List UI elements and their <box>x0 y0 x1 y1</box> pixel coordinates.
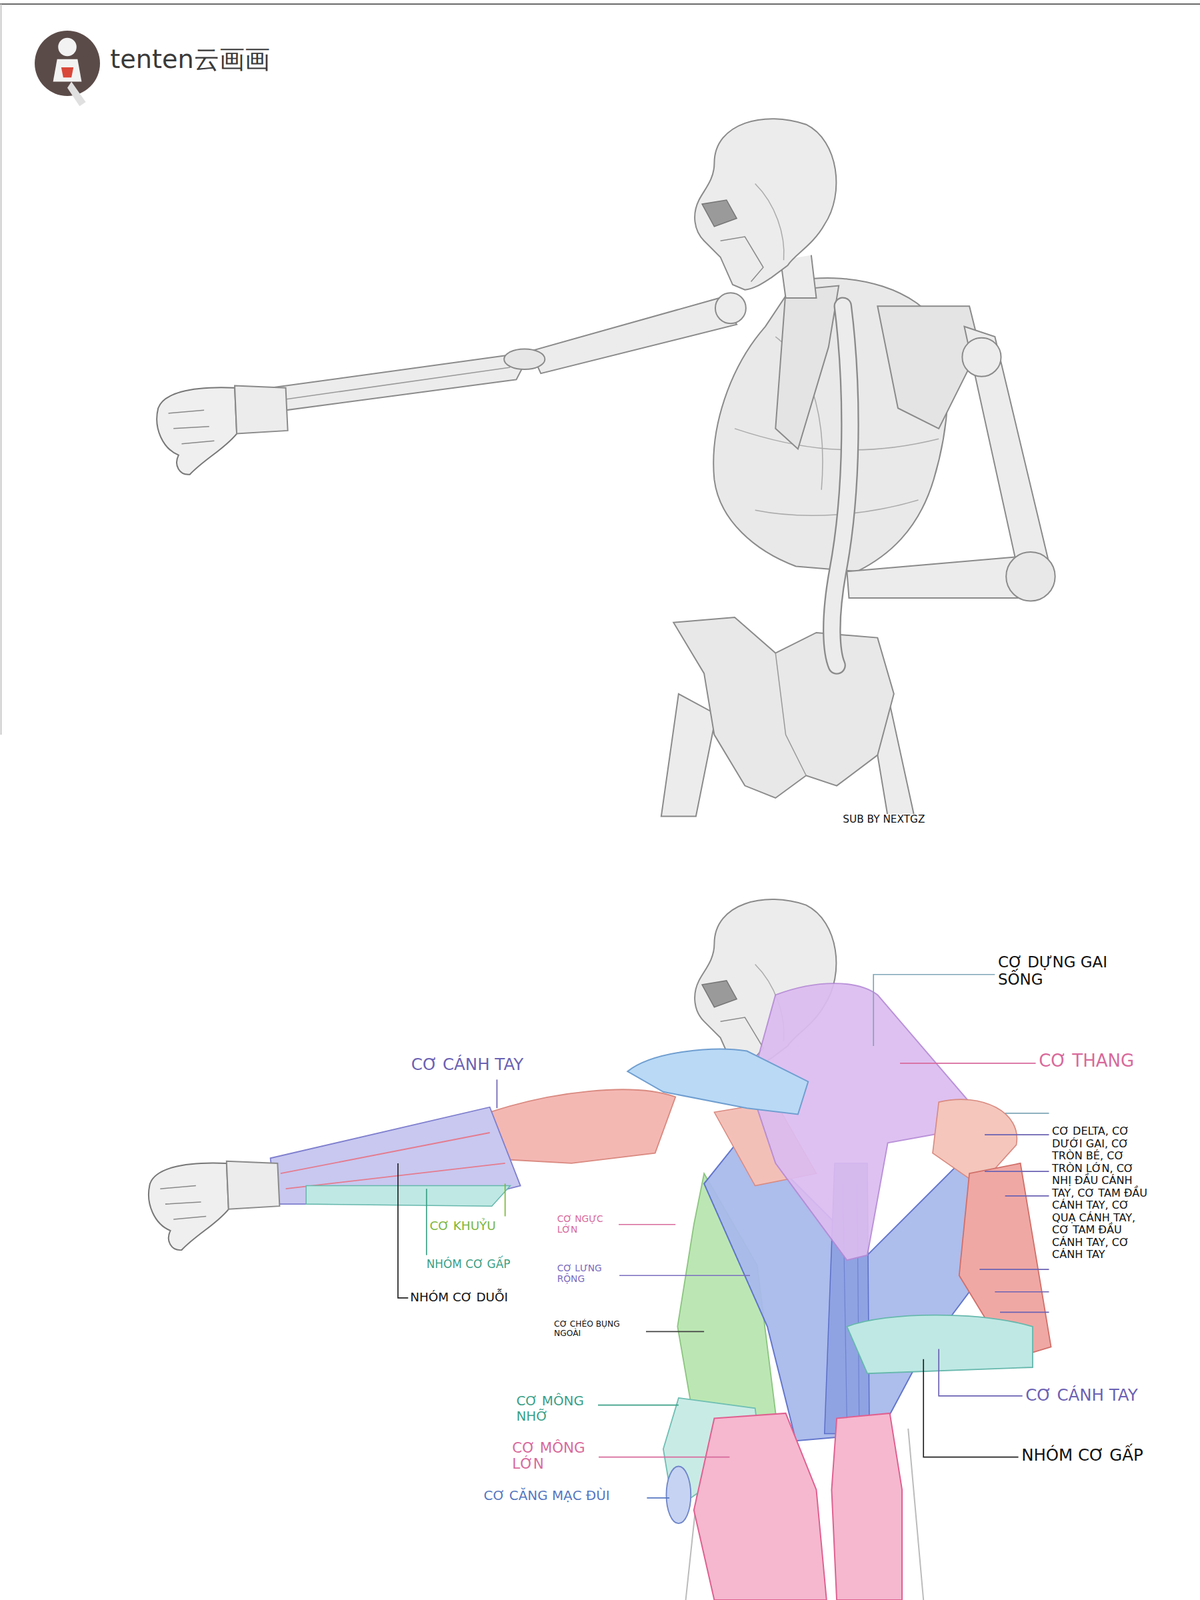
leader-line <box>590 1404 679 1406</box>
muscle-label: CƠ CHÉO BỤNG NGOÀI <box>554 1319 646 1338</box>
muscle-figure <box>280 1132 506 1189</box>
muscle-figure <box>666 1466 691 1524</box>
logo-icon <box>58 38 77 57</box>
logo-icon <box>34 30 100 106</box>
logo-icon <box>67 81 86 106</box>
credit-note: SUB BY NEXTGZ <box>842 814 925 826</box>
skeleton-figure <box>661 694 717 817</box>
muscle-label: CƠ CĂNG MẠC ĐÙI <box>484 1488 610 1504</box>
leader-line <box>938 1348 1023 1396</box>
skeleton-figure <box>280 367 510 400</box>
leader-line <box>646 1497 670 1499</box>
muscle-figure <box>306 1186 510 1207</box>
skeleton-figure <box>156 386 288 475</box>
leader-line <box>596 1456 730 1458</box>
skeleton-figure <box>504 348 545 370</box>
skeleton-figure <box>694 118 836 290</box>
muscle-figure <box>148 899 1052 1600</box>
leader-line <box>873 974 995 1046</box>
muscle-figure <box>148 1161 280 1250</box>
muscle-figure <box>490 1089 676 1164</box>
skeleton-figure <box>1006 552 1055 601</box>
skeleton-figure <box>775 286 839 450</box>
muscle-label: CƠ MÔNG NHỠ <box>516 1394 598 1425</box>
muscle-label: CƠ NGỰC LỚN <box>557 1214 619 1236</box>
muscle-label: CƠ DỰNG GAI SỐNG <box>998 953 1131 989</box>
skeleton-figure <box>962 338 1001 377</box>
skeleton-figure <box>877 306 980 429</box>
logo-icon <box>53 59 82 82</box>
muscle-label: NHÓM CƠ GẤP <box>1021 1446 1144 1465</box>
skeleton-figure <box>832 306 850 666</box>
muscle-figure <box>694 1413 827 1600</box>
frame-line <box>0 4 2 735</box>
muscle-label: CƠ LƯNG RỘNG <box>557 1263 619 1285</box>
watermark-logo: tenten云画画 <box>110 44 270 74</box>
skeleton-figure <box>530 298 737 374</box>
muscle-label: NHÓM CƠ DUỖI <box>410 1290 508 1304</box>
skeleton-figure <box>846 556 1031 598</box>
muscle-label: CƠ CÁNH TAY <box>411 1055 524 1074</box>
leader-line <box>504 1184 506 1217</box>
muscle-label: NHÓM CƠ GẤP <box>426 1258 511 1271</box>
muscle-figure <box>831 1413 902 1600</box>
muscle-label: CƠ THANG <box>1038 1051 1134 1072</box>
logo-icon <box>61 67 74 78</box>
leader-line <box>398 974 1050 1498</box>
leader-line <box>923 1359 1018 1458</box>
muscle-label: CƠ CÁNH TAY <box>1025 1386 1138 1405</box>
logo-icon <box>34 30 100 96</box>
muscle-figure <box>627 1049 808 1115</box>
skeleton-figure <box>156 118 1055 816</box>
skeleton-figure <box>271 352 531 410</box>
skeleton-figure <box>715 292 746 324</box>
skeleton-figure <box>775 653 806 776</box>
frame-line <box>0 4 1200 735</box>
skeleton-figure <box>832 306 850 666</box>
leader-line <box>398 1163 408 1298</box>
leader-line <box>496 1079 498 1108</box>
leader-line <box>1005 1112 1050 1114</box>
leader-line <box>619 1274 750 1276</box>
leader-line <box>900 1062 1036 1064</box>
muscle-figure <box>846 1315 1033 1374</box>
muscle-label: CƠ KHUỶU <box>429 1218 496 1233</box>
leader-line <box>426 1188 428 1255</box>
leader-line <box>617 1224 676 1226</box>
muscle-figure <box>148 1161 280 1250</box>
skeleton-figure <box>673 617 894 798</box>
frame-line <box>0 3 1200 5</box>
muscle-label: CƠ MÔNG LỚN <box>512 1440 599 1473</box>
muscle-label: CƠ DELTA, CƠ DƯỚI GAI, CƠ TRÒN BÉ, CƠ TR… <box>1052 1125 1154 1261</box>
leader-line <box>979 1134 1049 1312</box>
